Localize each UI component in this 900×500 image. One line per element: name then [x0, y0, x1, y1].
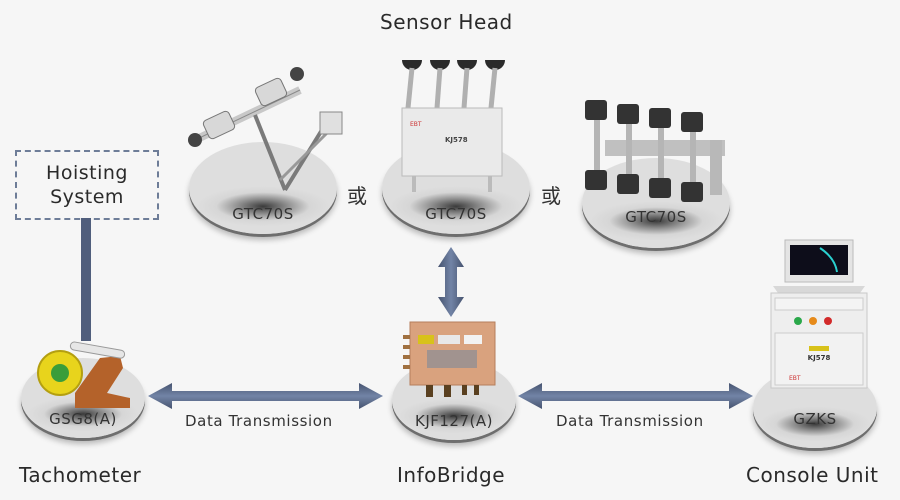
sensor-head-1-pedestal: GTC70S — [189, 142, 337, 234]
infobridge-device-icon — [403, 321, 496, 397]
infobridge-console-arrow — [518, 383, 753, 409]
sensor-head-1-device-icon — [188, 67, 343, 192]
tachometer-infobridge-arrow — [148, 383, 383, 409]
console-model: GZKS — [793, 410, 837, 428]
sensor-head-2-device-icon: EBT KJ578 — [401, 60, 505, 192]
or-separator-2: 或 — [541, 184, 561, 208]
sensor-head-2-model: GTC70S — [425, 205, 487, 223]
hoisting-system-line1: Hoisting — [46, 162, 128, 184]
sensor-head-1-model: GTC70S — [232, 205, 294, 223]
sensor-box-logo: EBT — [410, 121, 422, 128]
data-transmission-label-right: Data Transmission — [556, 412, 704, 430]
or-separator-1: 或 — [347, 184, 367, 208]
console-title: Console Unit — [746, 463, 879, 487]
hoisting-system-line2: System — [50, 186, 124, 208]
sensor-head-3-model: GTC70S — [625, 208, 687, 226]
sensor-to-infobridge-arrow — [438, 247, 464, 317]
tachometer-model: GSG8(A) — [49, 410, 117, 428]
console-device-model: KJ578 — [808, 354, 831, 362]
hoisting-system-box: Hoisting System — [15, 150, 159, 220]
hoisting-connector-line — [81, 218, 91, 341]
tachometer-title: Tachometer — [19, 463, 142, 487]
infobridge-model: KJF127(A) — [415, 412, 493, 430]
data-transmission-label-left: Data Transmission — [185, 412, 333, 430]
console-device-icon: KJ578 EBT — [770, 239, 868, 389]
infobridge-title: InfoBridge — [397, 463, 506, 487]
sensor-head-3-device-icon — [585, 100, 725, 202]
sensor-box-model: KJ578 — [445, 136, 468, 144]
console-logo: EBT — [789, 375, 801, 382]
sensor-head-title: Sensor Head — [380, 10, 513, 34]
tachometer-device-icon — [37, 341, 130, 408]
